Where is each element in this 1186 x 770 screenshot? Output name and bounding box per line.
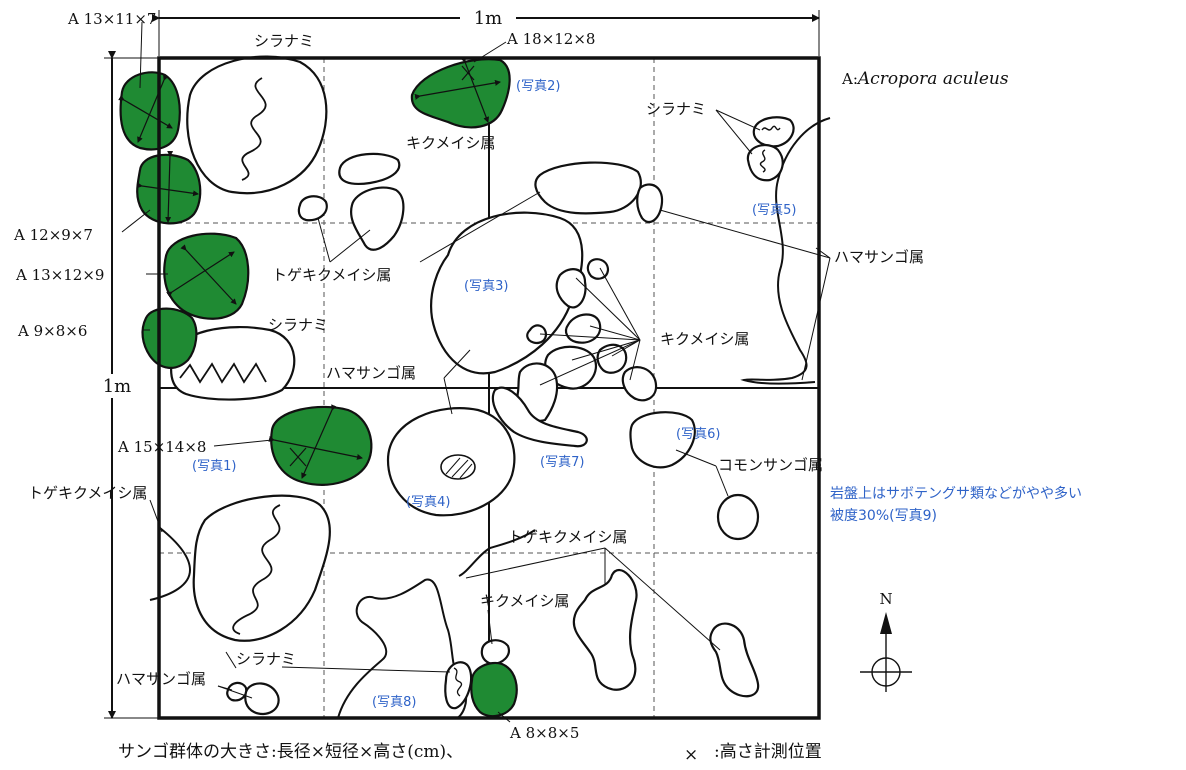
photo8-colony: [444, 661, 473, 710]
acropora-size-label-2: A 18×12×8: [506, 30, 595, 48]
acropora-size-label-7: A 8×8×5: [509, 724, 579, 742]
north-arrow: N: [860, 590, 912, 692]
acropora-colony-1: [119, 71, 181, 151]
kikumeishi-colony-2: [534, 161, 642, 215]
acropora-colonies: [118, 56, 518, 718]
shiranami-mantle-4: [179, 362, 267, 384]
shiranami-colony-2: [752, 116, 795, 148]
footer-height-legend: :高さ計測位置: [714, 742, 822, 762]
shiranami-colony-5: [192, 494, 331, 642]
bedrock-note-line1: 岩盤上はサボテングサ類などがやや多い: [830, 485, 1082, 502]
kikumeishi-colony-4: [586, 258, 610, 280]
acropora-colony-4: [163, 232, 250, 320]
kikumeishi-colony-3: [555, 268, 587, 309]
label-shiranami-2: シラナミ: [646, 100, 706, 118]
photo-label-5: (写真5): [752, 203, 796, 218]
photo-label-8: (写真8): [372, 695, 416, 710]
height-scale-label: 1m: [103, 376, 132, 397]
togekikumeishi-colony-6: [572, 568, 638, 691]
label-hamasango-3: ハマサンゴ属: [116, 670, 206, 688]
label-kikumeishi-2: キクメイシ属: [660, 330, 749, 348]
kikumeishi-colony-10: [516, 362, 559, 422]
compass-circle: [871, 657, 901, 687]
kikumeishi-colony-9: [621, 366, 658, 402]
hamasango-colony-3: [740, 117, 831, 385]
togekikumeishi-colony-1: [297, 195, 328, 222]
footer-size-legend: サンゴ群体の大きさ:長径×短径×高さ(cm)、: [118, 741, 463, 762]
label-hamasango-2: ハマサンゴ属: [326, 364, 416, 382]
shiranami-mantle-3: [759, 149, 766, 173]
kikumeishi-colony-6: [526, 324, 548, 345]
togekikumeishi-colony-5: [458, 529, 536, 577]
species-legend: A:Acropora aculeus: [841, 69, 1009, 89]
shiranami-colony-3: [746, 143, 784, 182]
acropora-colony-2: [410, 58, 511, 129]
kikumeishi-colony-1: [338, 152, 401, 185]
north-label: N: [879, 590, 892, 608]
label-shiranami-4: シラナミ: [236, 650, 296, 668]
label-togekikumeishi-3: トゲキクメイシ属: [508, 528, 627, 546]
photo-label-4: (写真4): [406, 495, 450, 510]
hamasango-colony-4: [226, 681, 248, 702]
acropora-colony-5: [141, 307, 198, 369]
komonsango-colony: [716, 493, 760, 541]
photo-label-7: (写真7): [540, 455, 584, 470]
label-shiranami-1: シラナミ: [254, 32, 314, 50]
label-kikumeishi-1: キクメイシ属: [406, 134, 495, 152]
acropora-size-label-3: A 12×9×7: [13, 226, 93, 244]
hamasango-colony-5: [244, 682, 280, 716]
label-togekikumeishi-2: トゲキクメイシ属: [28, 484, 147, 502]
acropora-colony-7: [470, 661, 518, 718]
label-kikumeishi-3: キクメイシ属: [480, 592, 569, 610]
photo-label-1: (写真1): [192, 459, 236, 474]
photo-label-3: (写真3): [464, 279, 508, 294]
label-komonsango: コモンサンゴ属: [718, 456, 823, 474]
photo7-colony: [491, 386, 588, 448]
photo6-colony: [629, 411, 696, 469]
height-marker-symbol: ×: [684, 745, 698, 765]
acropora-size-label-6: A 15×14×8: [117, 438, 206, 456]
width-scale-bar: 1m: [152, 6, 820, 56]
acropora-size-label-1: A 13×11×7: [67, 10, 156, 28]
height-scale-bar: 1m: [94, 51, 159, 719]
quadrat-frame: [157, 56, 821, 720]
togekikumeishi-colony-7: [709, 622, 760, 698]
acropora-colony-6: [270, 405, 373, 486]
togekikumeishi-colony-2: [350, 186, 405, 251]
label-togekikumeishi-1: トゲキクメイシ属: [272, 266, 391, 284]
coral-colonies: [149, 55, 831, 719]
shiranami-mantle-2: [761, 125, 781, 131]
species-legend-prefix: A:: [841, 70, 858, 88]
shiranami-colony-4: [169, 325, 296, 401]
kikumeishi-colony-5: [564, 313, 602, 344]
label-hamasango-1: ハマサンゴ属: [834, 248, 924, 266]
label-shiranami-3: シラナミ: [268, 316, 328, 334]
bedrock-note-line2: 被度30%(写真9): [830, 508, 937, 524]
species-legend-name: Acropora aculeus: [856, 69, 1009, 89]
shiranami-mantle-5: [232, 504, 281, 635]
hamasango-colony-2: [636, 183, 664, 224]
acropora-size-label-4: A 13×12×9: [15, 266, 104, 284]
north-arrow-head: [880, 612, 892, 634]
shiranami-mantle-1: [241, 77, 267, 181]
kikumeishi-colony-11: [480, 639, 510, 666]
width-scale-label: 1m: [474, 8, 503, 29]
shiranami-colony-1: [186, 55, 328, 195]
leader-lines: [121, 21, 831, 723]
kikumeishi-colony-8: [596, 343, 628, 374]
photo-label-2: (写真2): [516, 79, 560, 94]
photo-label-6: (写真6): [676, 427, 720, 442]
svg-text:A:Acropora aculeus: A:Acropora aculeus: [841, 69, 1009, 89]
togekikumeishi-colony-3: [149, 527, 192, 601]
acropora-size-label-5: A 9×8×6: [17, 322, 87, 340]
